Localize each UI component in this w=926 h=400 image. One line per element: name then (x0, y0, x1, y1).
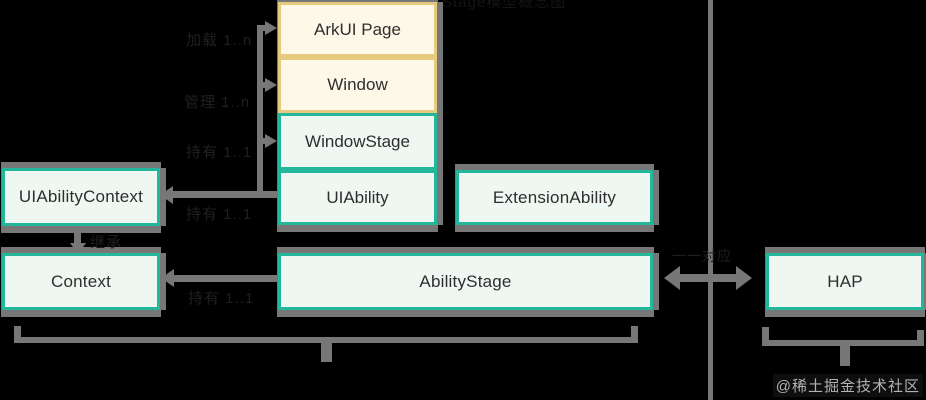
arrowhead-to-abilitystage (664, 266, 680, 290)
node-window-label: Window (327, 75, 388, 94)
branch-stub-arkui (257, 25, 267, 31)
right-bracket-bar (762, 340, 924, 346)
abilitystage-context-connector (171, 275, 278, 282)
node-window: Window (278, 57, 437, 113)
left-bracket-bar (14, 337, 638, 343)
left-bracket-end-right (631, 326, 638, 338)
branch-stub-window (257, 82, 267, 88)
arrowhead-to-hap (736, 266, 752, 290)
node-windowstage-label: WindowStage (305, 131, 410, 151)
clipped-caption: Stage模型概念图 (442, 0, 567, 11)
edge-label-hold-windowstage: 持有 1..1 (186, 144, 253, 161)
edge-label-one-to-one: 一一对应 (672, 248, 732, 264)
right-bracket-stub-down (840, 346, 850, 366)
uiability-context-connector (170, 191, 278, 198)
arrowhead-to-arkui-page (265, 21, 277, 35)
node-abilitystage: AbilityStage (278, 253, 653, 310)
arrowhead-to-windowstage (265, 134, 277, 148)
node-uiability-label: UIAbility (326, 187, 389, 207)
right-bracket-end-right (917, 330, 924, 340)
node-extensionability-label: ExtensionAbility (492, 187, 617, 207)
edge-label-hold-context: 持有 1..1 (186, 206, 253, 223)
node-arkui-page: ArkUI Page (278, 2, 437, 57)
abilitystage-hap-bar (678, 274, 738, 282)
inherit-connector (74, 226, 81, 245)
node-context: Context (2, 253, 160, 310)
arrowhead-to-context (70, 243, 86, 254)
watermark: @稀土掘金技术社区 (772, 374, 923, 397)
arrowhead-to-context-left (161, 269, 174, 287)
node-uiability: UIAbility (278, 170, 437, 225)
uiability-component-stack: ArkUI Page Window WindowStage UIAbility (278, 2, 437, 225)
node-uiabilitycontext-label: UIAbilityContext (18, 187, 144, 206)
right-bracket-end-left (762, 327, 769, 340)
node-context-label: Context (51, 271, 111, 291)
stack-branch-line (257, 26, 263, 196)
edge-label-inherit: 继承 (90, 234, 123, 251)
node-hap: HAP (766, 253, 924, 310)
edge-label-manage-window: 管理 1..n (184, 94, 251, 111)
edge-label-load-page: 加载 1..n (186, 32, 253, 49)
node-windowstage: WindowStage (278, 113, 437, 170)
node-hap-label: HAP (827, 271, 863, 291)
left-bracket-stub-down (321, 343, 332, 362)
section-divider-line (708, 0, 713, 400)
edge-label-stage-hold-context: 持有 1..1 (188, 290, 255, 307)
node-uiabilitycontext: UIAbilityContext (2, 168, 160, 226)
left-bracket-end-left (14, 326, 21, 338)
node-abilitystage-label: AbilityStage (419, 271, 512, 291)
node-extensionability: ExtensionAbility (456, 170, 653, 225)
branch-stub-windowstage (257, 138, 267, 144)
arrowhead-to-uiabilitycontext (160, 186, 173, 204)
node-arkui-page-label: ArkUI Page (314, 19, 401, 39)
arrowhead-to-window (265, 78, 277, 92)
